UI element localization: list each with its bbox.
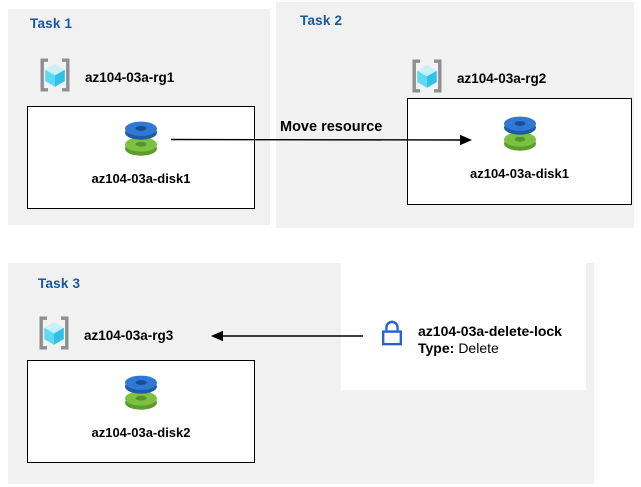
task3-resource-group: az104-03a-rg3	[35, 314, 173, 357]
lock-type-line: Type:Delete	[418, 340, 562, 357]
task1-panel: Task 1 az104-03a-rg1	[8, 9, 270, 225]
task1-disk-label: az104-03a-disk1	[91, 171, 191, 186]
task3-disk-label: az104-03a-disk2	[91, 425, 191, 440]
task1-resource-box: az104-03a-disk1	[27, 106, 255, 209]
disk-icon	[123, 374, 159, 419]
task1-title: Task 1	[30, 16, 73, 31]
task2-disk-label: az104-03a-disk1	[469, 166, 569, 181]
lock-type-label: Type:	[418, 340, 455, 356]
task3-resource-box: az104-03a-disk2	[27, 360, 255, 463]
task3-resource-group-label: az104-03a-rg3	[84, 328, 174, 343]
task2-title: Task 2	[300, 13, 343, 28]
task2-resource-box: az104-03a-disk1	[407, 98, 632, 205]
disk-icon	[123, 120, 159, 165]
task1-resource-group-label: az104-03a-rg1	[85, 70, 175, 85]
task2-resource-group-label: az104-03a-rg2	[457, 71, 547, 86]
resource-group-icon	[36, 56, 74, 99]
task2-panel: Task 2 az104-03a-rg2	[276, 2, 634, 228]
resource-group-icon	[408, 57, 446, 100]
move-arrow-label: Move resource	[280, 119, 383, 135]
disk-icon	[502, 115, 538, 160]
lock-icon	[373, 313, 411, 353]
task1-resource-group: az104-03a-rg1	[36, 56, 174, 99]
lock-text-block: az104-03a-delete-lock Type:Delete	[418, 313, 562, 357]
task3-title: Task 3	[38, 276, 81, 291]
resource-group-icon	[35, 314, 73, 357]
delete-lock-annotation: az104-03a-delete-lock Type:Delete	[373, 313, 562, 357]
task2-resource-group: az104-03a-rg2	[408, 57, 546, 100]
lock-type-value: Delete	[458, 340, 499, 356]
lock-name-label: az104-03a-delete-lock	[418, 323, 562, 339]
